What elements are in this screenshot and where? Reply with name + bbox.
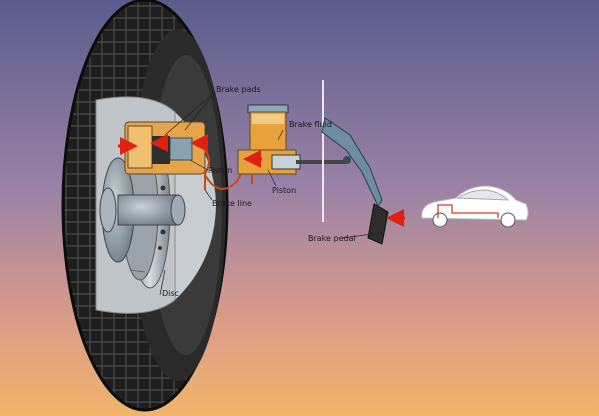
label-brake-line: Brake line [212,199,252,208]
label-brake-pads: Brake pads [216,85,261,94]
car-icon [421,185,529,228]
wheel-hub-icon [99,157,186,263]
label-brake-pedal: Brake pedal [308,234,356,243]
label-piston-caliper: Piston [208,166,232,175]
label-leaders [159,91,374,296]
arrow-icon [118,134,208,155]
label-brake-fluid: Brake fluid [289,120,332,129]
label-piston-master: Piston [272,186,296,195]
brake-line-tube [204,164,246,190]
label-disc: Disc [162,289,179,298]
